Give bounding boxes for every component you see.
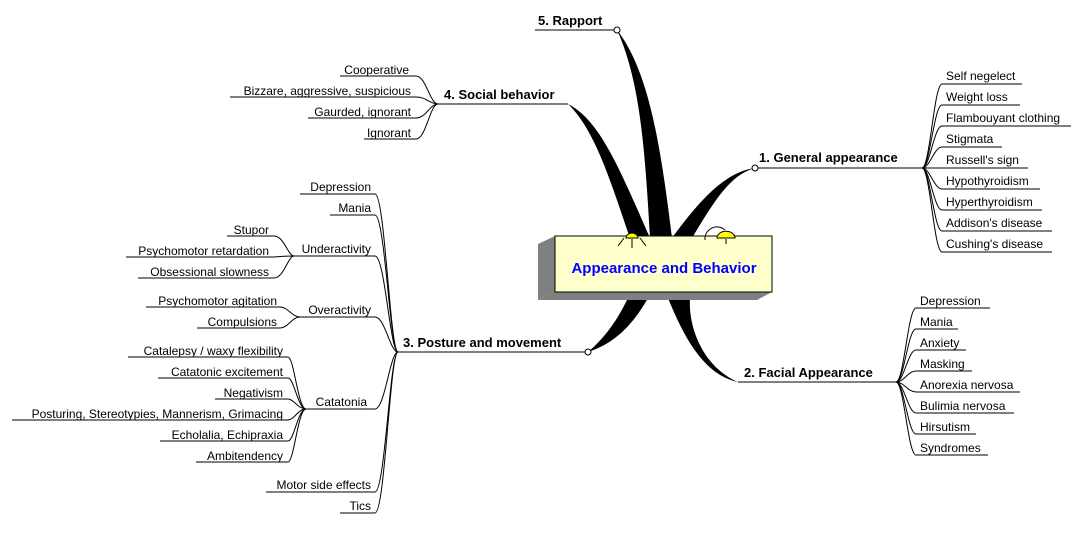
central-connectors — [568, 30, 755, 382]
leaf-bizzare: Bizzare, aggressive, suspicious — [244, 84, 411, 98]
leaf-posture-depression: Depression — [310, 180, 371, 194]
leaf-facial-masking: Masking — [920, 357, 965, 371]
branch-rapport[interactable]: 5. Rapport — [535, 13, 621, 34]
leaf-posture-mania: Mania — [338, 201, 371, 215]
branch-label-social: 4. Social behavior — [444, 87, 555, 102]
branch-social-behavior[interactable]: 4. Social behavior Cooperative Bizzare, … — [230, 63, 568, 140]
leaf-facial-mania: Mania — [920, 315, 953, 329]
leaf-catalepsy: Catalepsy / waxy flexibility — [144, 344, 283, 358]
central-node-shadow-bottom — [538, 292, 772, 300]
branch-label-rapport: 5. Rapport — [538, 13, 603, 28]
sub-overactivity: Overactivity — [308, 303, 371, 317]
branch-label-general: 1. General appearance — [759, 150, 898, 165]
leaf-facial-hirsutism: Hirsutism — [920, 420, 970, 434]
leaf-hypothyroidism: Hypothyroidism — [946, 174, 1029, 188]
connector-rapport — [617, 30, 672, 238]
central-node-shadow-left — [538, 236, 555, 300]
leaf-stigmata: Stigmata — [946, 132, 994, 146]
branch-node-circle — [584, 348, 592, 356]
connector-posture — [588, 298, 648, 352]
central-node[interactable]: Appearance and Behavior — [538, 226, 773, 300]
leaf-hyperthyroidism: Hyperthyroidism — [946, 195, 1033, 209]
branch-label-facial: 2. Facial Appearance — [744, 365, 873, 380]
branch-label-posture: 3. Posture and movement — [403, 335, 562, 350]
leaf-cushings-disease: Cushing's disease — [946, 237, 1043, 251]
leaf-ignorant: Ignorant — [367, 126, 412, 140]
connector-facial — [668, 298, 738, 382]
connector-social — [568, 104, 650, 238]
leaf-facial-syndromes: Syndromes — [920, 441, 981, 455]
leaf-psychomotor-retardation: Psychomotor retardation — [138, 244, 269, 258]
leaf-flamboyant-clothing: Flambouyant clothing — [946, 111, 1060, 125]
leaf-self-neglect: Self negelect — [946, 69, 1016, 83]
leaf-cooperative: Cooperative — [344, 63, 409, 77]
leaf-compulsions: Compulsions — [208, 315, 277, 329]
leaf-obsessional-slowness: Obsessional slowness — [150, 265, 269, 279]
leaf-gaurded: Gaurded, ignorant — [314, 105, 411, 119]
branch-facial-appearance[interactable]: 2. Facial Appearance Depression Mania An… — [738, 294, 1020, 456]
leaf-ambitendency: Ambitendency — [207, 449, 283, 463]
branch-node-circle — [751, 164, 759, 172]
leaf-facial-depression: Depression — [920, 294, 981, 308]
leaf-facial-anorexia: Anorexia nervosa — [920, 378, 1014, 392]
branch-node-circle — [613, 26, 621, 34]
sub-catatonia: Catatonia — [316, 395, 368, 409]
leaf-facial-anxiety: Anxiety — [920, 336, 959, 350]
leaf-motor-side-effects: Motor side effects — [277, 478, 372, 492]
leaf-catatonic-excitement: Catatonic excitement — [171, 365, 284, 379]
leaf-russells-sign: Russell's sign — [946, 153, 1019, 167]
lightbulb-icon — [704, 226, 736, 244]
leaf-psychomotor-agitation: Psychomotor agitation — [158, 294, 277, 308]
sub-underactivity: Underactivity — [302, 242, 371, 256]
leaf-addisons-disease: Addison's disease — [946, 216, 1043, 230]
leaf-negativism: Negativism — [224, 386, 283, 400]
central-node-box — [554, 235, 773, 293]
leaf-tics: Tics — [349, 499, 371, 513]
leaf-posturing: Posturing, Stereotypies, Mannerism, Grim… — [32, 407, 283, 421]
connector-general — [672, 168, 755, 238]
leaf-echolalia: Echolalia, Echipraxia — [172, 428, 284, 442]
leaf-facial-bulimia: Bulimia nervosa — [920, 399, 1006, 413]
leaf-weight-loss: Weight loss — [946, 90, 1008, 104]
lightbulb-icon — [617, 232, 647, 248]
central-node-title: Appearance and Behavior — [571, 260, 756, 277]
leaf-stupor: Stupor — [234, 223, 269, 237]
branch-general-appearance[interactable]: 1. General appearance Self negelect Weig… — [751, 69, 1071, 253]
branch-posture-movement[interactable]: 3. Posture and movement Depression Mania… — [12, 180, 592, 514]
